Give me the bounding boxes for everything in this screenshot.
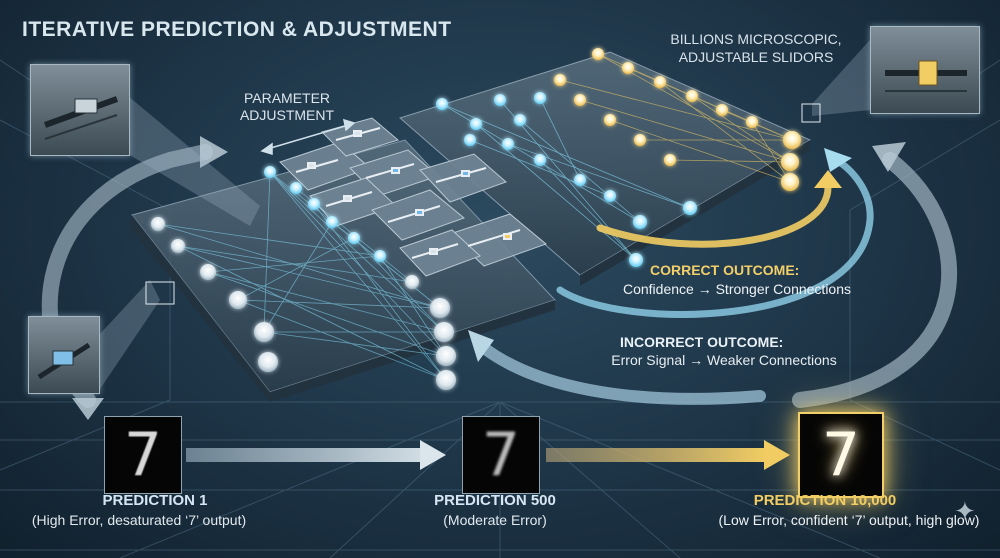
incorrect-outcome-arrow	[478, 342, 766, 405]
right-loop-arrowhead	[872, 142, 906, 172]
callout-connectors	[98, 40, 870, 392]
prediction-10000-digit-image: 7	[798, 412, 884, 498]
correct-outcome-arrow	[596, 182, 832, 248]
right-network-nodes	[436, 48, 801, 267]
parameter-adjustment-label: PARAMETER ADJUSTMENT	[239, 90, 335, 123]
slider-icon	[885, 60, 967, 92]
prediction-10000-title: PREDICTION 10,000	[753, 492, 897, 509]
incorrect-outcome-title: INCORRECT OUTCOME:	[620, 334, 784, 350]
correct-outcome-text: Confidence → Stronger Connections	[622, 281, 852, 297]
prediction-1-digit: 7	[123, 420, 163, 490]
billions-sliders-label: BILLIONS MICROSCOPIC, ADJUSTABLE SLIDORS	[670, 31, 842, 65]
correct-outcome-arrowhead	[814, 170, 842, 188]
left-network-connections	[157, 171, 447, 381]
slider-icon	[37, 342, 91, 380]
left-network-nodes	[151, 166, 456, 390]
prediction-1-subtitle: (High Error, desaturated ‘7’ output)	[31, 512, 247, 528]
incorrect-outcome-arrowhead	[468, 330, 494, 362]
sparkle-icon: ✦	[954, 496, 976, 526]
correct-outcome-title: CORRECT OUTCOME:	[650, 262, 800, 278]
callout-target-box-left	[145, 281, 175, 305]
page-title: ITERATIVE PREDICTION & ADJUSTMENT	[22, 18, 452, 41]
callout-target-box-right	[801, 103, 821, 123]
feedback-blue-arrowhead	[824, 148, 852, 172]
slider-closeup-left-top	[30, 64, 130, 156]
incorrect-outcome-text: Error Signal → Weaker Connections	[611, 352, 837, 368]
slider-closeup-right-top	[870, 26, 980, 114]
slider-knobs	[295, 127, 521, 259]
prediction-500-title: PREDICTION 500	[434, 492, 556, 509]
parameter-adjustment-arrow	[260, 118, 356, 156]
slider-closeup-left-mid	[28, 316, 100, 394]
right-loop-arrow	[792, 152, 958, 408]
left-down-arrowhead	[72, 398, 104, 420]
prediction-1-digit-image: 7	[104, 416, 182, 494]
left-loop-arrowhead	[200, 136, 228, 168]
prediction-1-title: PREDICTION 1	[102, 492, 208, 509]
feedback-blue-arrow	[556, 156, 874, 318]
prediction-10000-digit: 7	[821, 420, 861, 490]
slider-icon	[43, 96, 119, 140]
prediction-500-digit-image: 7	[462, 416, 540, 494]
progress-arrow-1	[186, 440, 446, 470]
progress-arrow-2	[546, 440, 790, 470]
prediction-500-digit: 7	[481, 420, 521, 490]
prediction-10000-subtitle: (Low Error, confident ‘7’ output, high g…	[718, 512, 980, 528]
prediction-500-subtitle: (Moderate Error)	[443, 512, 547, 528]
